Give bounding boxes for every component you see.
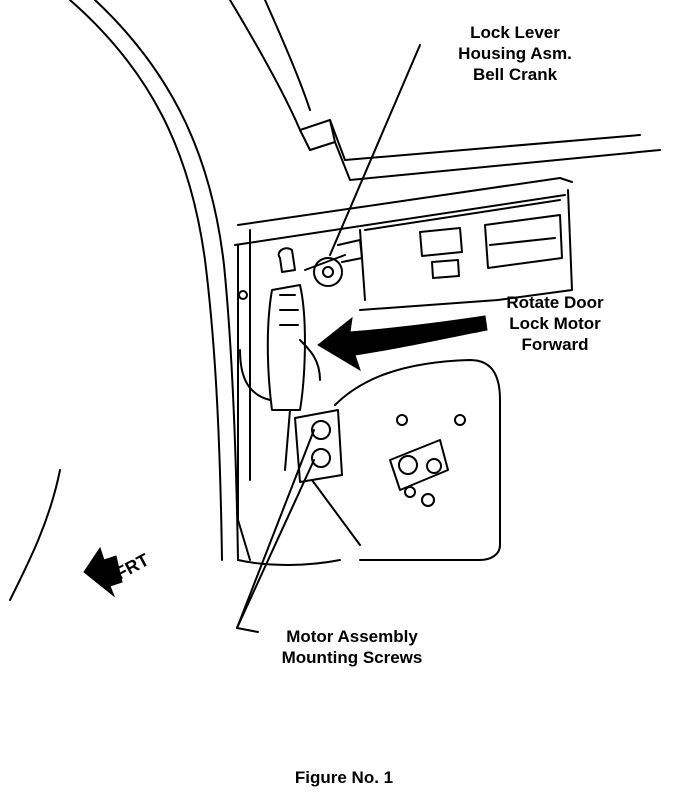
callout-line: Bell Crank <box>472 65 558 84</box>
callout-line: Lock Lever <box>470 23 560 42</box>
door-inner-panel <box>237 189 573 561</box>
callout-line: Lock Motor <box>509 314 601 333</box>
callout-line: Forward <box>521 335 589 354</box>
door-lower-cutout <box>237 359 501 566</box>
frt-arrow-icon <box>83 546 123 598</box>
body-pillar-outline <box>9 0 311 601</box>
callout-line: Mounting Screws <box>281 648 423 667</box>
mounting-bracket <box>294 409 343 483</box>
screws-leader-foot <box>236 627 259 633</box>
mounting-screws-callout: Motor Assembly Mounting Screws <box>252 626 452 668</box>
lock-lever-callout: Lock Lever Housing Asm. Bell Crank <box>430 22 600 85</box>
latch-assembly <box>389 439 449 491</box>
callout-line: Housing Asm. <box>458 44 572 63</box>
rotate-motor-callout: Rotate Door Lock Motor Forward <box>480 292 630 355</box>
body-hole <box>238 290 248 300</box>
screws-leader-upper <box>236 429 315 629</box>
bell-crank <box>304 239 363 287</box>
callout-line: Motor Assembly <box>286 627 418 646</box>
callout-line: Rotate Door <box>506 293 604 312</box>
window-frame-outline <box>234 119 661 246</box>
lock-motor <box>239 247 321 411</box>
rotate-arrow <box>317 315 488 372</box>
figure-caption: Figure No. 1 <box>294 768 394 787</box>
screws-leader-lower <box>236 459 315 629</box>
lock-lever-leader <box>329 44 421 256</box>
